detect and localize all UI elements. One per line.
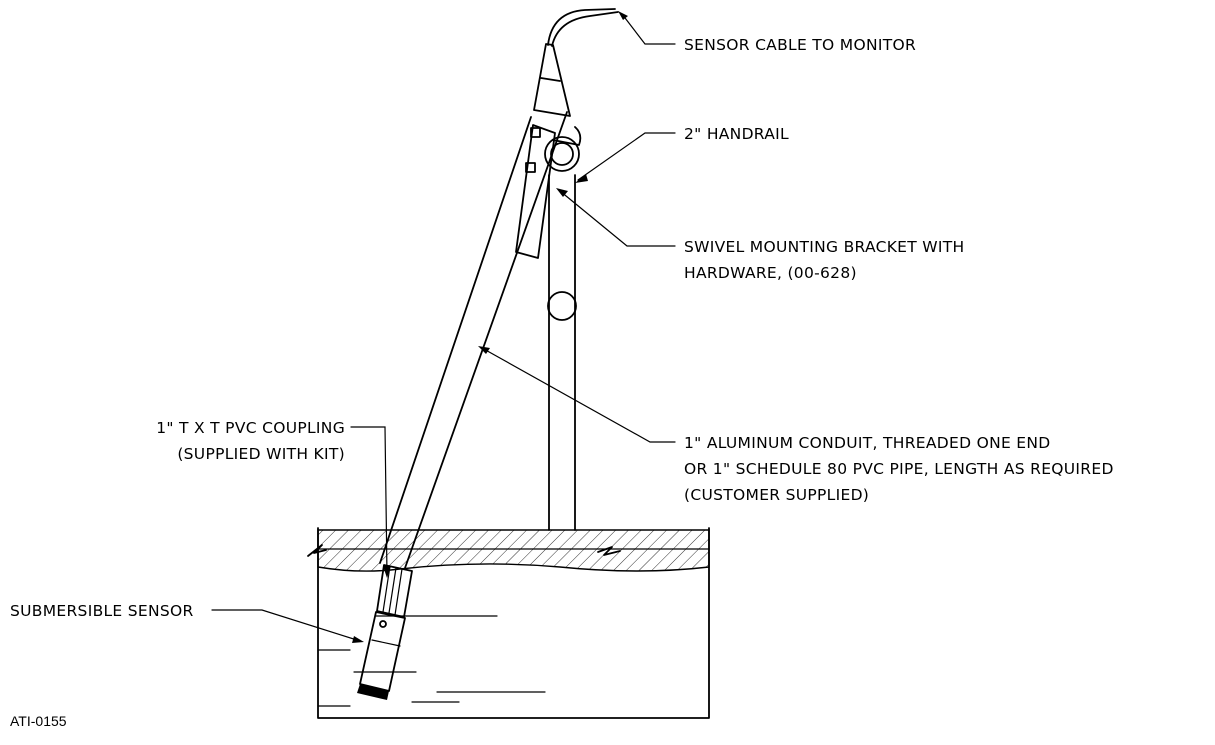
- pvc-coupling: [376, 564, 413, 618]
- sensor-label: SUBMERSIBLE SENSOR: [10, 602, 194, 620]
- conduit-label-line2: OR 1" SCHEDULE 80 PVC PIPE, LENGTH AS RE…: [684, 460, 1114, 478]
- sensor-cable-label: SENSOR CABLE TO MONITOR: [684, 36, 916, 54]
- coupling-label-line1: 1" T X T PVC COUPLING: [156, 419, 345, 437]
- conduit-pipe: [379, 111, 568, 569]
- swivel-bracket: [515, 124, 582, 259]
- handrail-label: 2" HANDRAIL: [684, 125, 789, 143]
- bracket-label-line1: SWIVEL MOUNTING BRACKET WITH: [684, 238, 964, 256]
- water-lines: [317, 615, 546, 707]
- coupling-label-line2: (SUPPLIED WITH KIT): [177, 445, 345, 463]
- conduit-label-line1: 1" ALUMINUM CONDUIT, THREADED ONE END: [684, 434, 1051, 452]
- callout-labels: SENSOR CABLE TO MONITOR 2" HANDRAIL SWIV…: [10, 36, 1114, 620]
- handrail-post: [544, 136, 580, 531]
- drawing-number: ATI-0155: [10, 713, 67, 729]
- conduit-label-line3: (CUSTOMER SUPPLIED): [684, 486, 869, 504]
- concrete-slab: [307, 529, 710, 572]
- tank: [317, 527, 710, 719]
- cable-housing: [533, 8, 619, 117]
- submersible-sensor: [357, 611, 406, 700]
- leader-lines: [211, 11, 676, 643]
- bracket-label-line2: HARDWARE, (00-628): [684, 264, 857, 282]
